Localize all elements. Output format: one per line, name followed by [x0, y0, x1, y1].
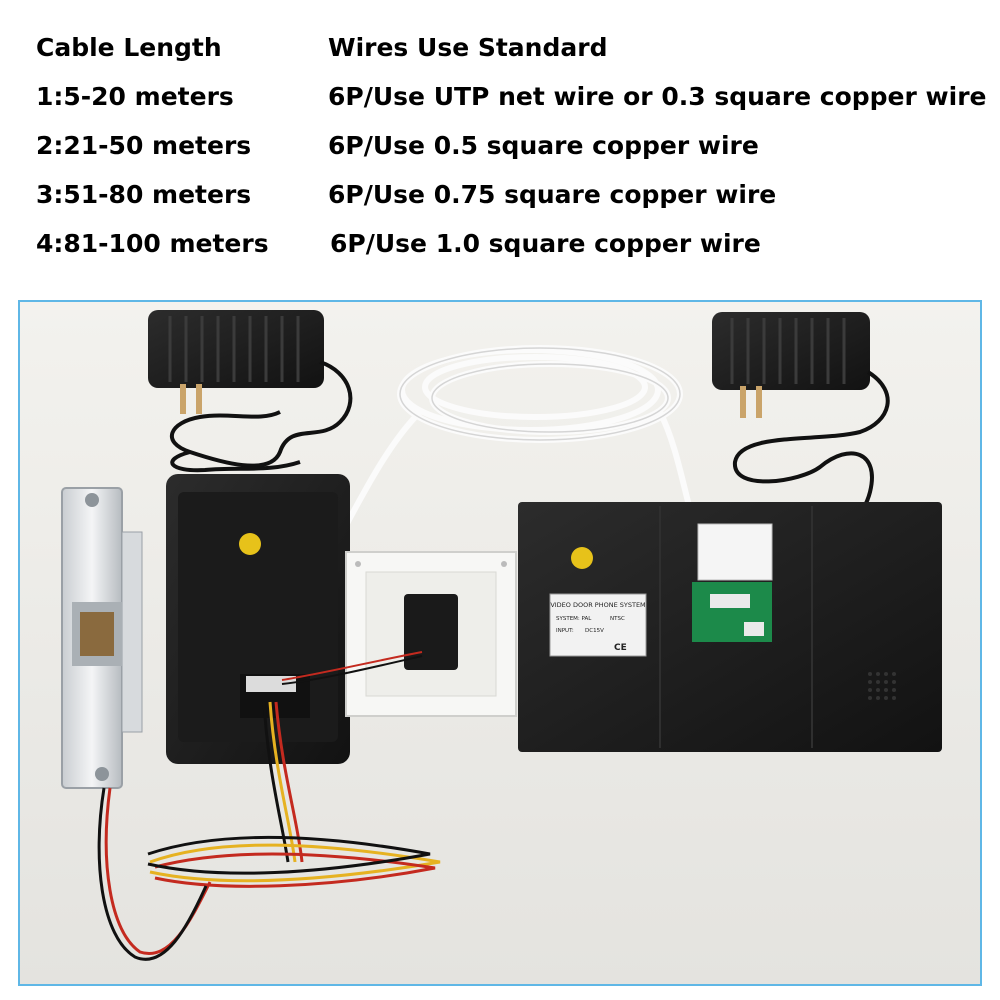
cable-spec-table: Cable Length Wires Use Standard 1:5-20 m…: [0, 0, 1000, 290]
monitor-label-title: VIDEO DOOR PHONE SYSTEM: [550, 601, 645, 609]
product-photo: VIDEO DOOR PHONE SYSTEM SYSTEM: PAL NTSC…: [18, 300, 982, 986]
door-camera-unit: [166, 474, 350, 764]
monitor-label-input: INPUT:: [556, 628, 574, 634]
wire-bundle: [97, 701, 441, 961]
electric-strike-lock: [61, 487, 143, 789]
monitor-label-system: SYSTEM: PAL: [556, 616, 592, 622]
row-wire-standard: 6P/Use UTP net wire or 0.3 square copper…: [328, 82, 987, 111]
power-adapter-right: [712, 312, 890, 673]
monitor-label-ntsc: NTSC: [610, 616, 625, 622]
row-cable-length: 1:5-20 meters: [36, 82, 234, 111]
row-wire-standard: 6P/Use 1.0 square copper wire: [330, 229, 761, 258]
product-photo-illustration: VIDEO DOOR PHONE SYSTEM SYSTEM: PAL NTSC…: [20, 302, 980, 984]
power-adapter-left: [148, 310, 353, 473]
row-cable-length: 4:81-100 meters: [36, 229, 269, 258]
table-row: 2:21-50 meters 6P/Use 0.5 square copper …: [0, 126, 1000, 166]
table-row: 3:51-80 meters 6P/Use 0.75 square copper…: [0, 175, 1000, 215]
ce-mark: CE: [614, 643, 627, 653]
indoor-monitor: VIDEO DOOR PHONE SYSTEM SYSTEM: PAL NTSC…: [518, 502, 942, 752]
unlock-switch-panel: [345, 551, 517, 717]
table-row: 4:81-100 meters 6P/Use 1.0 square copper…: [0, 224, 1000, 264]
row-cable-length: 3:51-80 meters: [36, 180, 252, 209]
header-cable-length: Cable Length: [36, 33, 222, 62]
table-header-row: Cable Length Wires Use Standard: [0, 28, 1000, 68]
header-wires-standard: Wires Use Standard: [328, 33, 608, 62]
row-cable-length: 2:21-50 meters: [36, 131, 252, 160]
row-wire-standard: 6P/Use 0.5 square copper wire: [328, 131, 759, 160]
row-wire-standard: 6P/Use 0.75 square copper wire: [328, 180, 777, 209]
table-row: 1:5-20 meters 6P/Use UTP net wire or 0.3…: [0, 77, 1000, 117]
monitor-label-input-value: DC15V: [585, 628, 604, 634]
